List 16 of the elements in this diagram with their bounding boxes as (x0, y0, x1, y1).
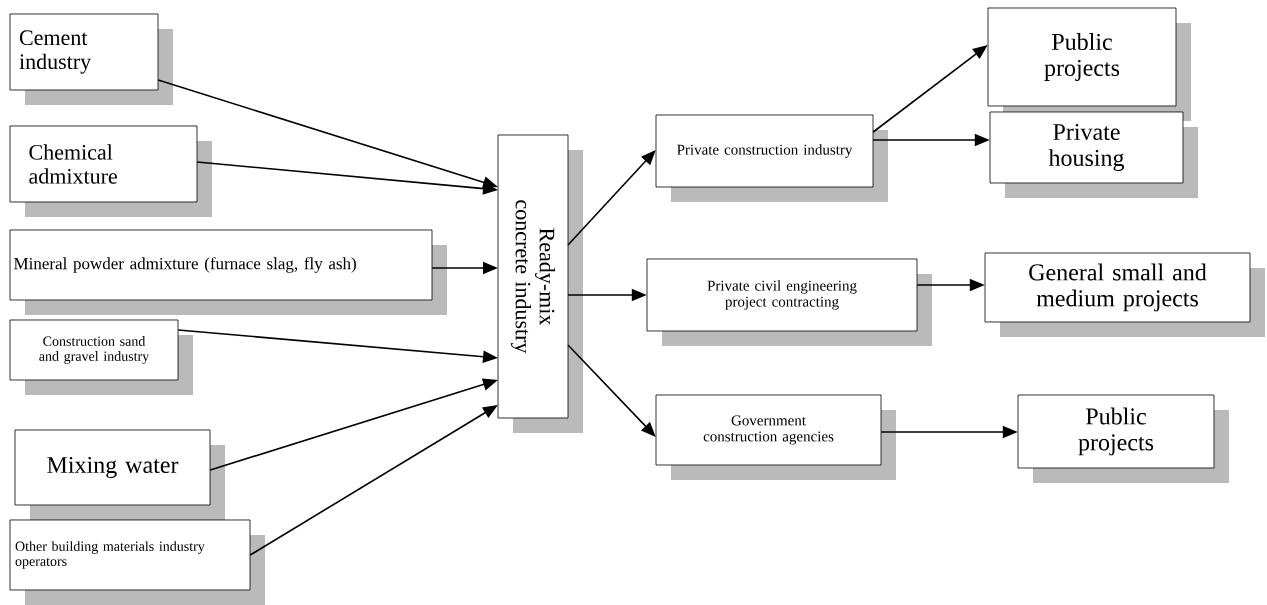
node-text: Public projects (1078, 407, 1154, 456)
node-text: Private housing (1048, 123, 1125, 172)
node-text: Other building materials industry operators (15, 541, 205, 569)
node-text: General small and medium projects (1029, 263, 1207, 312)
node-text: Private civil engineering project contracting (707, 280, 857, 310)
node-text: Government construction agencies (703, 415, 834, 445)
node-text: Mixing water (47, 456, 179, 479)
node-text: Cement industry (19, 30, 92, 74)
node-text: Construction sand and gravel industry (39, 336, 150, 364)
node-text: Ready-mix concrete industry (511, 200, 556, 354)
node-text: Chemical admixture (29, 144, 117, 184)
node-text: Private construction industry (677, 144, 853, 158)
arrow (567, 150, 656, 246)
node-text: Mineral powder admixture (furnace slag, fly ash) (14, 257, 356, 273)
node-text: Public projects (1044, 33, 1120, 81)
arrow (567, 344, 656, 437)
